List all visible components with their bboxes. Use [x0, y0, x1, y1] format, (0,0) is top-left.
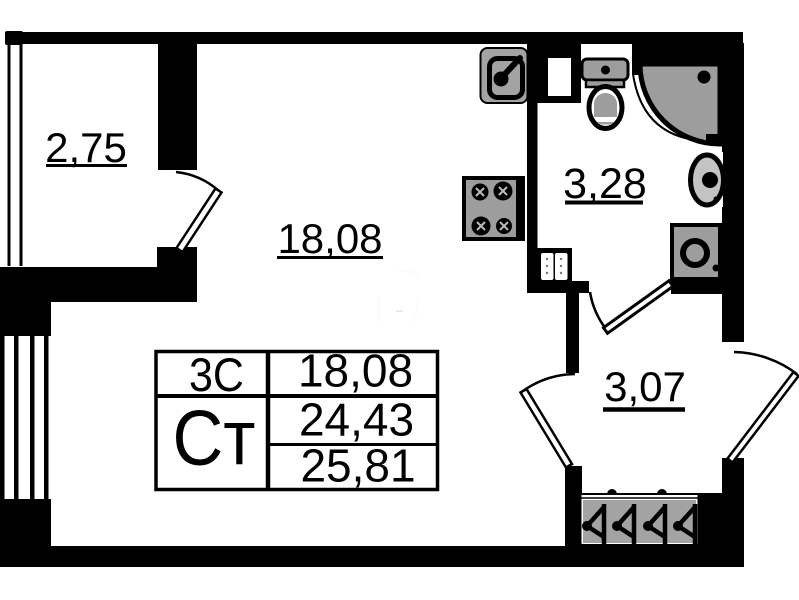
svg-text:3,07: 3,07	[604, 363, 686, 410]
svg-text:2,75: 2,75	[45, 124, 127, 171]
svg-text:Ст: Ст	[173, 394, 256, 482]
svg-text:18,08: 18,08	[277, 215, 382, 262]
svg-text:3С: 3С	[189, 348, 244, 401]
svg-text:18,08: 18,08	[298, 345, 413, 397]
svg-text:3,28: 3,28	[563, 160, 647, 208]
svg-text:24,43: 24,43	[299, 394, 414, 446]
svg-text:25,81: 25,81	[300, 440, 415, 492]
